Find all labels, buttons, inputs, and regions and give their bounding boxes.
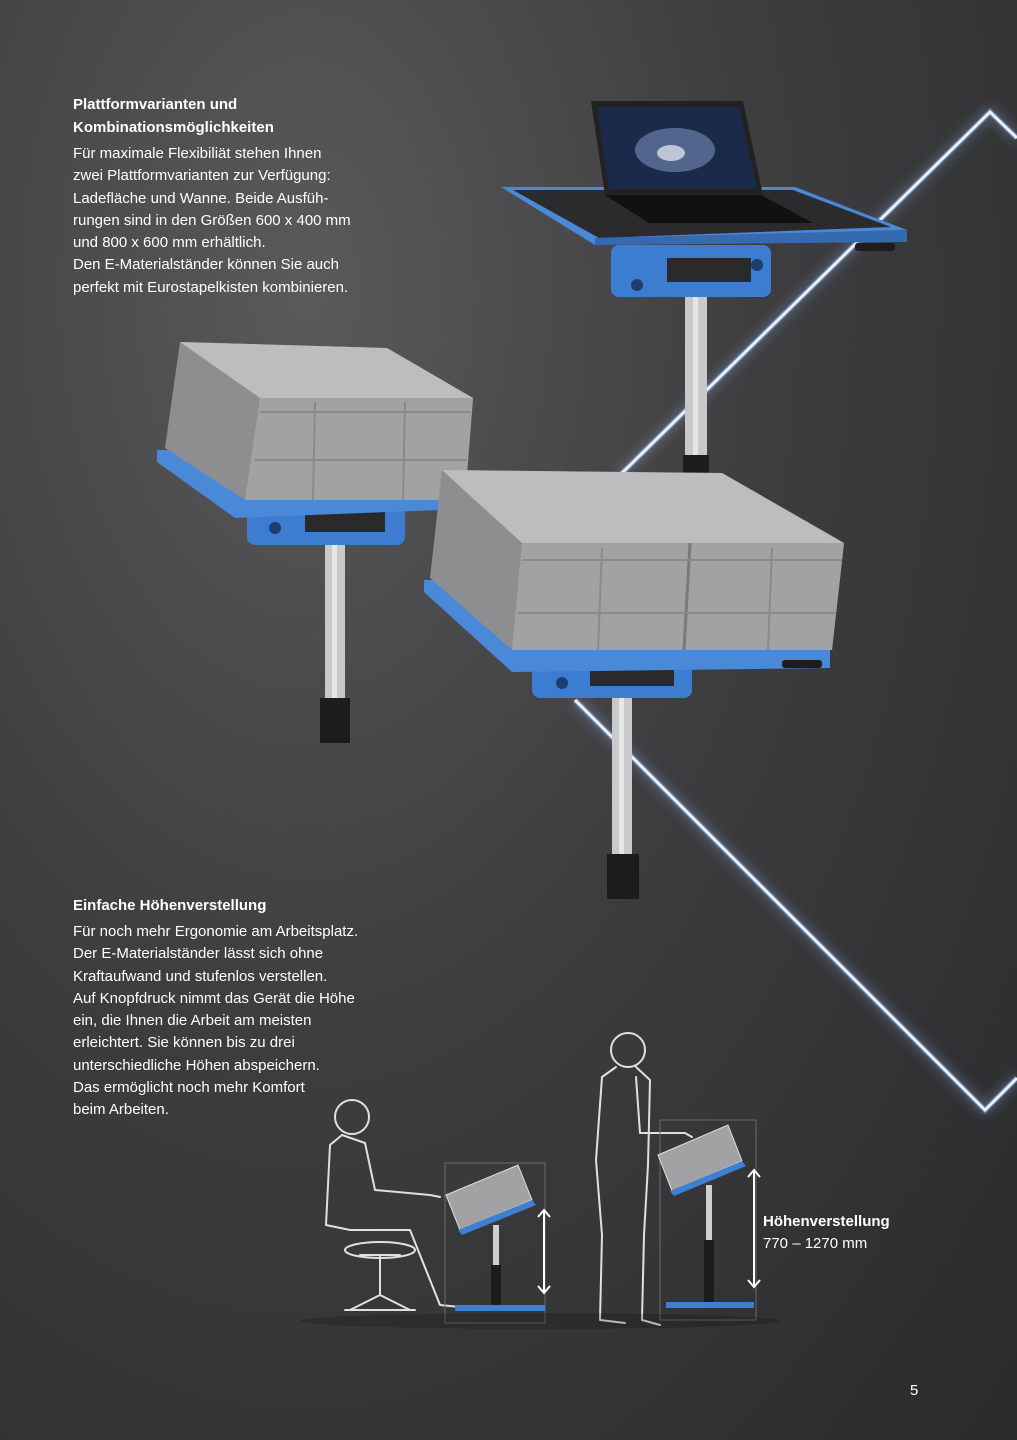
body-line: unterschiedliche Höhen abspeichern. (73, 1056, 320, 1074)
laptop-stand-image (501, 101, 907, 480)
body-line: Der E-Materialständer lässt sich ohne (73, 945, 324, 963)
page-number: 5 (910, 1382, 919, 1399)
double-crate-stand-image (424, 470, 844, 899)
body-line: rungen sind in den Größen 600 x 400 mm (73, 211, 351, 229)
section-heading: Plattformvarianten und Kombinationsmögli… (73, 93, 393, 139)
section-heading: Einfache Höhenverstellung (73, 897, 267, 914)
body-line: beim Arbeiten. (73, 1101, 169, 1119)
body-line: Für noch mehr Ergonomie am Arbeitsplatz. (73, 923, 359, 940)
body-line: und 800 x 600 mm erhältlich. (73, 234, 266, 252)
body-line: Auf Knopfdruck nimmt das Gerät die Höhe (73, 989, 355, 1007)
body-line: perfekt mit Eurostapelkisten kombinieren… (73, 278, 349, 296)
body-line: erleichtert. Sie können bis zu drei (73, 1034, 295, 1052)
section-body: Für noch mehr Ergonomie am Arbeitsplatz.… (73, 921, 393, 1122)
heading-line-1: Plattformvarianten und (73, 96, 238, 113)
height-adjustment-section: Einfache Höhenverstellung Für noch mehr … (73, 894, 393, 1122)
ergonomics-illustration (300, 1032, 780, 1329)
body-line: Den E-Materialständer können Sie auch (73, 256, 339, 274)
platform-variants-section: Plattformvarianten und Kombinationsmögli… (73, 93, 393, 299)
height-range-value: 770 – 1270 mm (763, 1235, 868, 1252)
body-line: Kraftaufwand und stufenlos verstellen. (73, 967, 328, 985)
body-line: Das ermöglicht noch mehr Komfort (73, 1079, 305, 1097)
height-range-label: Höhenverstellung 770 – 1270 mm (763, 1211, 890, 1255)
body-line: Für maximale Flexibiliät stehen Ihnen (73, 145, 322, 162)
height-range-title: Höhenverstellung (763, 1213, 890, 1230)
section-body: Für maximale Flexibiliät stehen Ihnen zw… (73, 143, 393, 299)
body-line: ein, die Ihnen die Arbeit am meisten (73, 1012, 312, 1030)
body-line: Ladefläche und Wanne. Beide Ausfüh- (73, 189, 329, 207)
body-line: zwei Plattformvarianten zur Verfügung: (73, 167, 331, 185)
single-crate-stand-image (157, 342, 473, 743)
heading-line-2: Kombinationsmöglichkeiten (73, 119, 274, 136)
